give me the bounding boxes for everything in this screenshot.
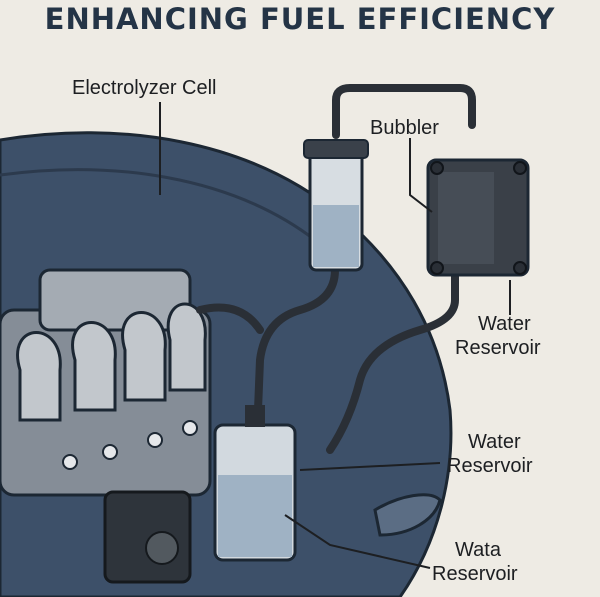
- headlight: [373, 493, 442, 537]
- bubbler-bolts: [430, 161, 527, 275]
- electrolyzer-cap: [303, 139, 369, 159]
- control-box: [103, 490, 192, 584]
- control-knob: [145, 531, 179, 565]
- water-reservoir-label-3-line1: Wata: [455, 539, 501, 561]
- water-reservoir-label-3-line2: Reservoir: [432, 563, 518, 585]
- bubbler-label: Bubbler: [370, 117, 439, 139]
- hood-crease: [0, 168, 316, 242]
- intake-runners: [16, 302, 207, 422]
- bubbler-panel: [438, 172, 494, 264]
- spark-plugs: [62, 420, 198, 470]
- water-reservoir-label-2-line2: Reservoir: [447, 455, 533, 477]
- callout-lines: [159, 102, 511, 569]
- water-reservoir-label-1-line2: Reservoir: [455, 337, 541, 359]
- water-reservoir-label-2-line1: Water: [468, 431, 521, 453]
- water-reservoir-label-1-line1: Water: [478, 313, 531, 335]
- water-reservoir-cap: [245, 405, 265, 427]
- tubing: [196, 84, 476, 454]
- water-reservoir-level: [218, 475, 292, 557]
- electrolyzer-cell-label: Electrolyzer Cell: [72, 77, 217, 99]
- electrolyzer-water: [313, 205, 359, 267]
- diagram-title: ENHANCING FUEL EFFICIENCY: [44, 2, 556, 36]
